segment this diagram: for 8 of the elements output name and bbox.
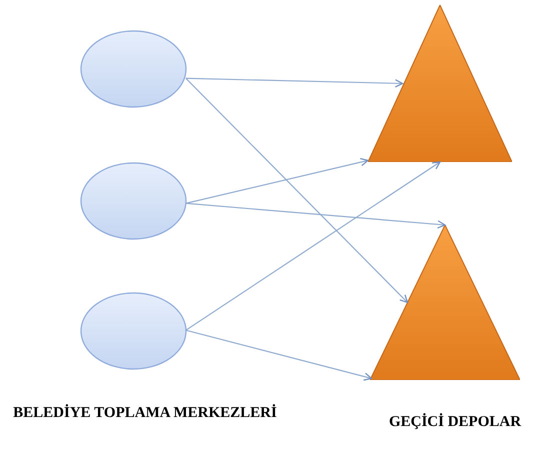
arrow	[186, 78, 404, 88]
arrow	[186, 78, 408, 304]
group-caption: BELEDİYE TOPLAMA MERKEZLERİ	[12, 403, 278, 423]
arrow	[186, 161, 441, 331]
arrow	[186, 330, 372, 381]
group-caption: GEÇİCİ DEPOLAR	[388, 412, 522, 432]
arrow	[186, 158, 369, 204]
arrow	[186, 202, 446, 229]
